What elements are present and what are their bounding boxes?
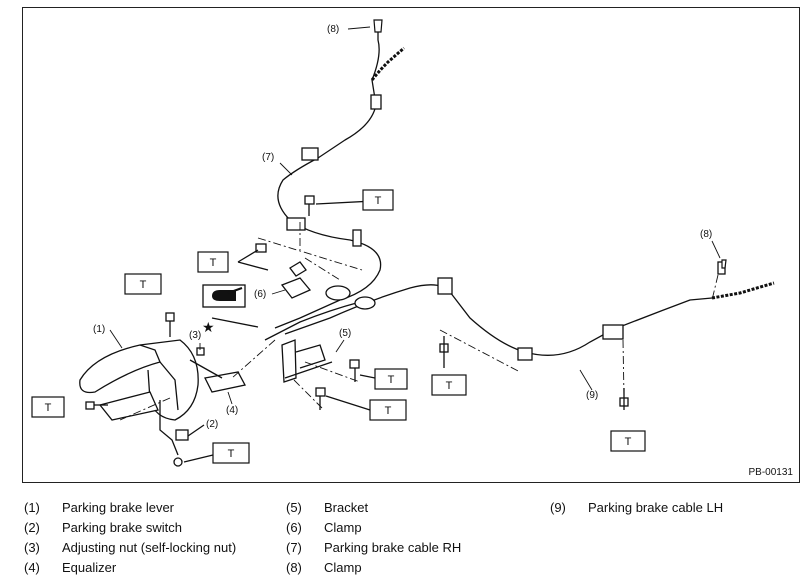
- callout-6: (6): [254, 289, 266, 300]
- callout-1: (1): [93, 324, 105, 335]
- bolts: [85, 195, 629, 410]
- torque-box: [610, 430, 646, 452]
- figure-code: PB-00131: [748, 467, 793, 478]
- torque-box: [431, 374, 467, 396]
- torque-mark: T: [45, 402, 52, 414]
- callout-2: (2): [206, 419, 218, 430]
- torque-mark: T: [210, 257, 217, 269]
- torque-box: [124, 273, 162, 295]
- star-mark: ★: [202, 319, 215, 335]
- torque-mark: T: [228, 448, 235, 460]
- cable-lh: [284, 284, 713, 356]
- callout-8-right: (8): [700, 229, 712, 240]
- torque-mark: T: [446, 380, 453, 392]
- brake-diagram: T T T T T T T T T ★ (1) (2) (3) (4) (5) …: [31, 19, 775, 467]
- callout-3: (3): [189, 330, 201, 341]
- torque-box: [197, 251, 229, 273]
- torque-box: [362, 189, 394, 211]
- torque-boxes: [31, 189, 646, 464]
- callout-5: (5): [339, 328, 351, 339]
- callout-8-top: (8): [327, 24, 339, 35]
- torque-mark: T: [388, 374, 395, 386]
- torque-box: [369, 399, 407, 421]
- grease-icon: [202, 284, 246, 308]
- torque-mark: T: [140, 279, 147, 291]
- torque-box: [212, 442, 250, 464]
- torque-box: [31, 396, 65, 418]
- callout-7: (7): [262, 152, 274, 163]
- torque-mark: T: [385, 405, 392, 417]
- callout-4: (4): [226, 405, 238, 416]
- callout-9: (9): [586, 390, 598, 401]
- torque-mark: T: [625, 436, 632, 448]
- figure-frame: PB-00131: [22, 7, 800, 483]
- torque-mark: T: [375, 195, 382, 207]
- legend: (1)Parking brake lever (2)Parking brake …: [24, 500, 724, 575]
- torque-box: [374, 368, 408, 390]
- lever-body: [79, 344, 161, 394]
- clamp-top: [373, 19, 727, 269]
